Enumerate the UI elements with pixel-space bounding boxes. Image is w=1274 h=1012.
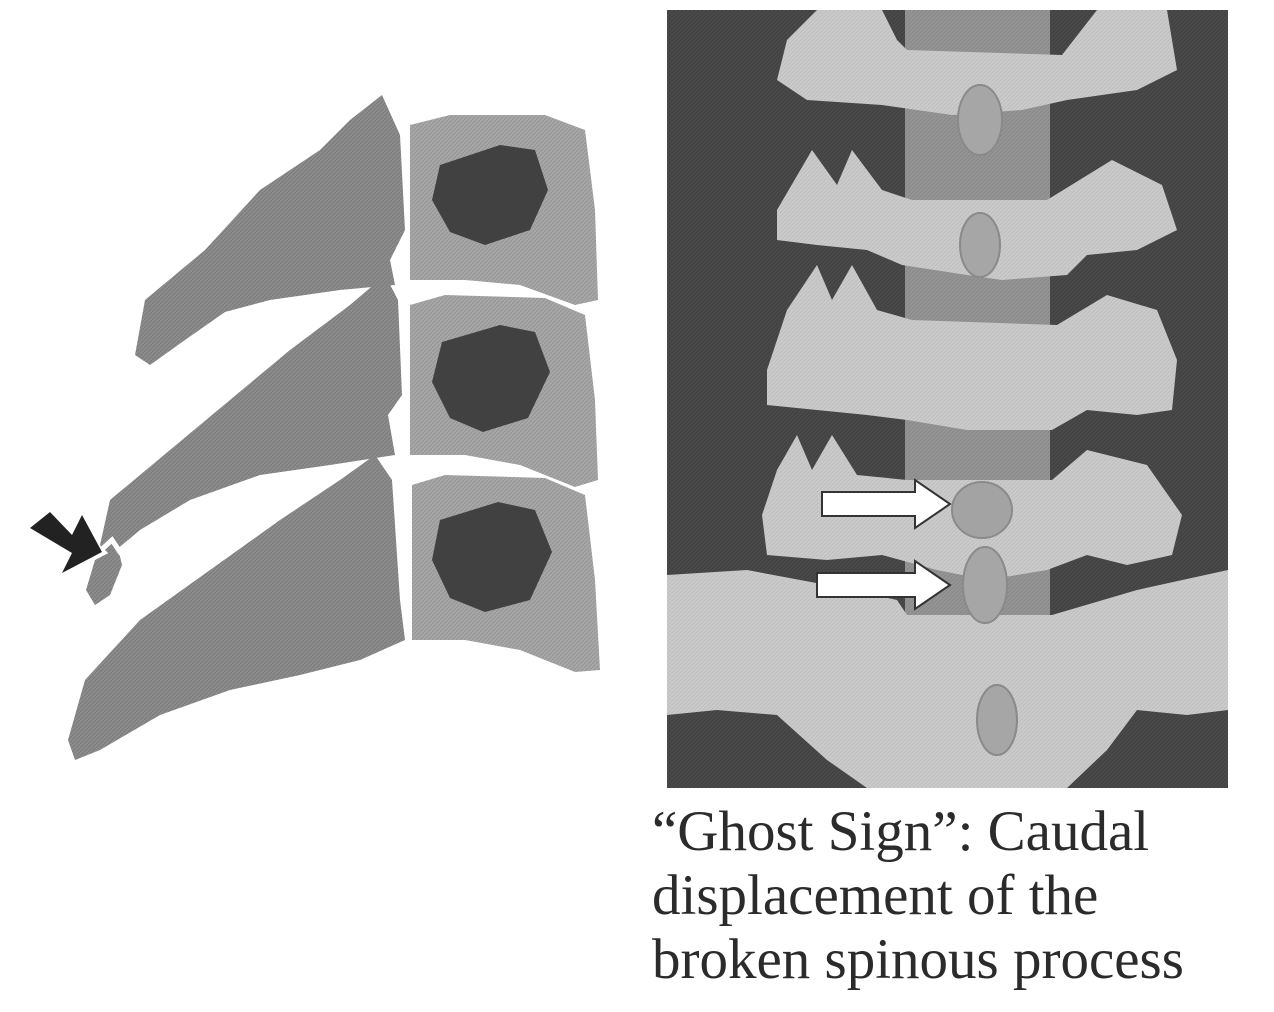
vertebra-lower xyxy=(68,455,600,760)
spinous-process-oval-1 xyxy=(957,84,1003,156)
caption-line-3: broken spinous process xyxy=(652,928,1184,991)
vertebra-upper xyxy=(135,95,598,365)
canal-middle xyxy=(432,325,550,432)
lateral-spine-illustration xyxy=(30,95,600,760)
caption-line-1: “Ghost Sign”: Caudal xyxy=(652,800,1150,863)
ap-spine-illustration xyxy=(667,10,1228,788)
canal-lower xyxy=(432,502,552,612)
black-arrow-icon xyxy=(30,512,102,573)
spinous-process-middle xyxy=(100,275,402,555)
white-arrow-icon xyxy=(816,559,952,611)
ghost-fragment-oval xyxy=(951,481,1013,539)
vertebra-middle xyxy=(100,275,598,555)
caption-line-2: displacement of the xyxy=(652,864,1099,927)
ap-vertebra-1 xyxy=(777,10,1177,115)
ghost-sign-caption: “Ghost Sign”: Caudal displacement of the… xyxy=(652,800,1252,992)
spinous-process-oval-2 xyxy=(959,212,1001,278)
white-arrow-icon xyxy=(821,478,952,530)
canal-upper xyxy=(432,145,548,245)
fracture-line xyxy=(96,536,141,560)
fracture-fragment xyxy=(86,548,122,605)
ap-vertebra-5 xyxy=(667,570,1228,788)
broken-spinous-oval xyxy=(962,546,1008,624)
spinous-process-oval-5 xyxy=(976,684,1018,756)
ap-vertebra-3 xyxy=(767,265,1177,430)
spinous-process-upper xyxy=(135,95,405,365)
spinous-process-lower xyxy=(68,455,405,760)
